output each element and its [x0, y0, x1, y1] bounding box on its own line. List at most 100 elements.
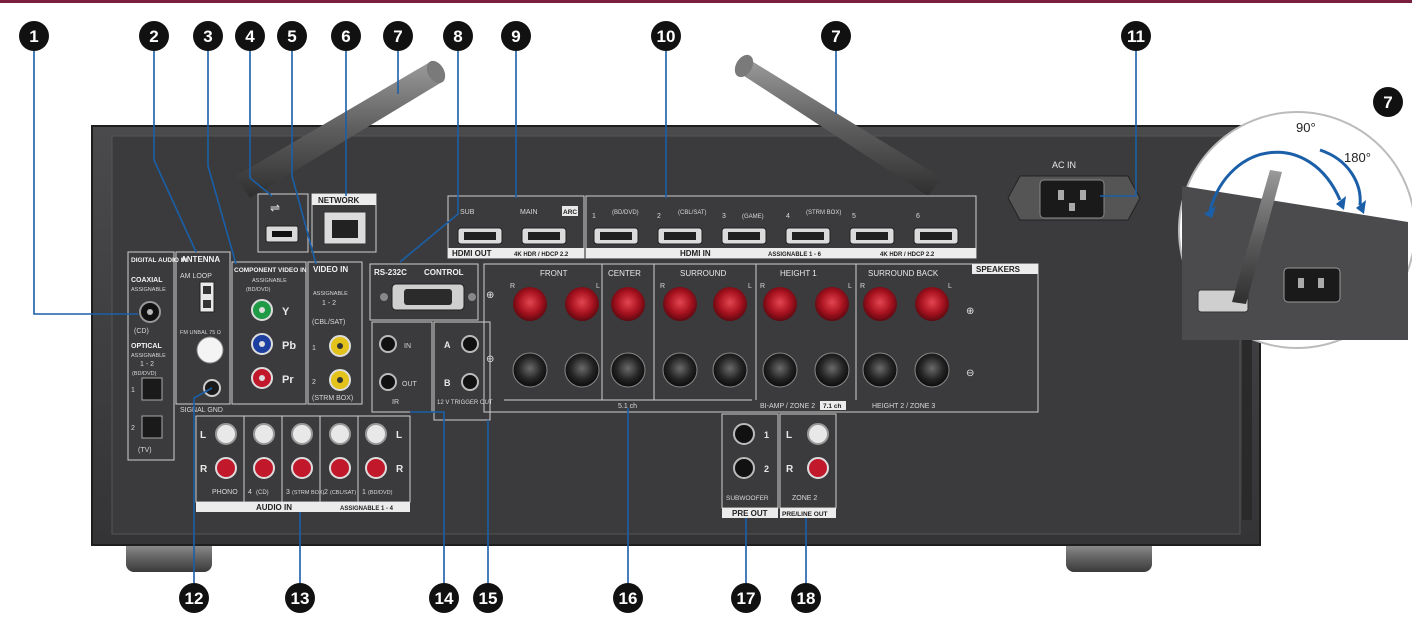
hdmi-out-label: HDMI OUT	[452, 249, 492, 258]
hdmi-sub-label: SUB	[460, 209, 475, 216]
hdmi-in-spec-label: 4K HDR / HDCP 2.2	[880, 252, 935, 258]
speaker-height1-l-minus-terminal[interactable]	[815, 353, 849, 387]
speakers-label: SPEAKERS	[976, 265, 1021, 274]
hdmi-in-1-label: 1	[592, 213, 596, 220]
callout-number: 6	[341, 27, 350, 46]
speaker-front-l-label: L	[596, 283, 600, 290]
hdmi-in-1-source: (BD/DVD)	[612, 210, 639, 216]
optical-jack-1[interactable]	[142, 378, 162, 400]
audio-in-4-label: 4	[248, 489, 252, 496]
optical-jack-2[interactable]	[142, 416, 162, 438]
ir-out-jack[interactable]	[380, 374, 396, 390]
hdmi-in-6-label: 6	[916, 213, 920, 220]
optical-assignable-label: ASSIGNABLE	[131, 353, 166, 359]
speaker-surround-label: SURROUND	[680, 269, 726, 278]
callout-number: 9	[511, 27, 520, 46]
subwoofer-pre-out-1-jack[interactable]	[734, 424, 754, 444]
audio-in-3-r-jack[interactable]	[292, 458, 312, 478]
hdmi-in-5-label: 5	[852, 213, 856, 220]
trigger-b-jack[interactable]	[462, 374, 478, 390]
optical-1-label: 1	[131, 387, 135, 394]
ir-out-label: OUT	[402, 381, 418, 388]
audio-in-left-r-label: R	[200, 464, 208, 475]
audio-in-3-l-jack[interactable]	[292, 424, 312, 444]
callout-number: 2	[149, 27, 158, 46]
speaker-height1-label: HEIGHT 1	[780, 269, 817, 278]
speaker-center-plus-terminal[interactable]	[611, 287, 645, 321]
zone2-l-jack[interactable]	[808, 424, 828, 444]
speaker-surround-r-plus-terminal[interactable]	[663, 287, 697, 321]
speaker-height1-r-minus-terminal[interactable]	[763, 353, 797, 387]
video-cblsat-label: (CBL/SAT)	[312, 319, 345, 326]
audio-in-4-r-jack[interactable]	[254, 458, 274, 478]
speaker-sb-r-plus-terminal[interactable]	[863, 287, 897, 321]
fm-unbal-label: FM UNBAL 75 Ω	[180, 330, 221, 336]
ac-inlet[interactable]	[1040, 180, 1104, 218]
audio-in-4-l-jack[interactable]	[254, 424, 274, 444]
speaker-front-label: FRONT	[540, 269, 568, 278]
signal-gnd-label: SIGNAL GND	[180, 407, 223, 414]
speaker-surround-back-label: SURROUND BACK	[868, 269, 939, 278]
speaker-center-minus-terminal[interactable]	[611, 353, 645, 387]
fm-antenna-jack[interactable]	[197, 337, 223, 363]
audio-in-1-l-jack[interactable]	[366, 424, 386, 444]
ir-in-jack[interactable]	[380, 336, 396, 352]
callout-number: 8	[453, 27, 462, 46]
speaker-surround-l-label: L	[748, 283, 752, 290]
speaker-height1-l-label: L	[848, 283, 852, 290]
speaker-sb-r-minus-terminal[interactable]	[863, 353, 897, 387]
trigger-b-label: B	[444, 378, 451, 388]
audio-in-2-l-jack[interactable]	[330, 424, 350, 444]
speaker-surround-r-minus-terminal[interactable]	[663, 353, 697, 387]
video-range-label: 1 - 2	[322, 300, 336, 307]
speaker-71ch-label: 7.1 ch	[823, 403, 841, 410]
speaker-height1-l-plus-terminal[interactable]	[815, 287, 849, 321]
video-strmbox-label: (STRM BOX)	[312, 395, 353, 402]
subwoofer-2-label: 2	[764, 464, 769, 474]
speaker-front-r-plus-terminal[interactable]	[513, 287, 547, 321]
speaker-sb-r-label: R	[860, 283, 865, 290]
callout-number: 1	[29, 27, 38, 46]
subwoofer-pre-out-2-jack[interactable]	[734, 458, 754, 478]
audio-in-cd-label: (CD)	[256, 490, 269, 496]
zone2-r-jack[interactable]	[808, 458, 828, 478]
speaker-center-label: CENTER	[608, 269, 641, 278]
audio-in-2-label: 2	[324, 489, 328, 496]
hdmi-in-3-label: 3	[722, 213, 726, 220]
audio-in-2-r-jack[interactable]	[330, 458, 350, 478]
component-bddvd-label: (BD/DVD)	[246, 287, 271, 293]
audio-in-cblsat-label: (CBL/SAT)	[330, 490, 356, 496]
coaxial-label: COAXIAL	[131, 277, 163, 284]
speaker-surround-l-plus-terminal[interactable]	[713, 287, 747, 321]
pre-out-label: PRE OUT	[732, 509, 768, 518]
callout-number: 13	[291, 589, 310, 608]
audio-in-right-r-label: R	[396, 464, 404, 475]
speaker-front-r-minus-terminal[interactable]	[513, 353, 547, 387]
trigger-a-jack[interactable]	[462, 336, 478, 352]
video-1-label: 1	[312, 345, 316, 352]
audio-in-phono-l-jack[interactable]	[216, 424, 236, 444]
speaker-surround-l-minus-terminal[interactable]	[713, 353, 747, 387]
speaker-front-l-minus-terminal[interactable]	[565, 353, 599, 387]
coaxial-assignable-label: ASSIGNABLE	[131, 287, 166, 293]
callout-number: 7	[831, 27, 840, 46]
callout-number: 7	[393, 27, 402, 46]
speaker-height1-r-plus-terminal[interactable]	[763, 287, 797, 321]
callout-number: 16	[619, 589, 638, 608]
audio-in-1-r-jack[interactable]	[366, 458, 386, 478]
minus-icon: ⊖	[966, 368, 974, 379]
speaker-sb-l-plus-terminal[interactable]	[915, 287, 949, 321]
speaker-front-l-plus-terminal[interactable]	[565, 287, 599, 321]
trigger-a-label: A	[444, 340, 451, 350]
am-loop-label: AM LOOP	[180, 273, 212, 280]
audio-in-phono-r-jack[interactable]	[216, 458, 236, 478]
audio-in-right-l-label: L	[396, 430, 402, 441]
component-y-label: Y	[282, 306, 290, 318]
zone2-r-label: R	[786, 464, 794, 475]
component-pb-label: Pb	[282, 340, 296, 352]
callout-number: 18	[797, 589, 816, 608]
subwoofer-1-label: 1	[764, 430, 769, 440]
speaker-sb-l-minus-terminal[interactable]	[915, 353, 949, 387]
ac-in-label: AC IN	[1052, 160, 1076, 170]
